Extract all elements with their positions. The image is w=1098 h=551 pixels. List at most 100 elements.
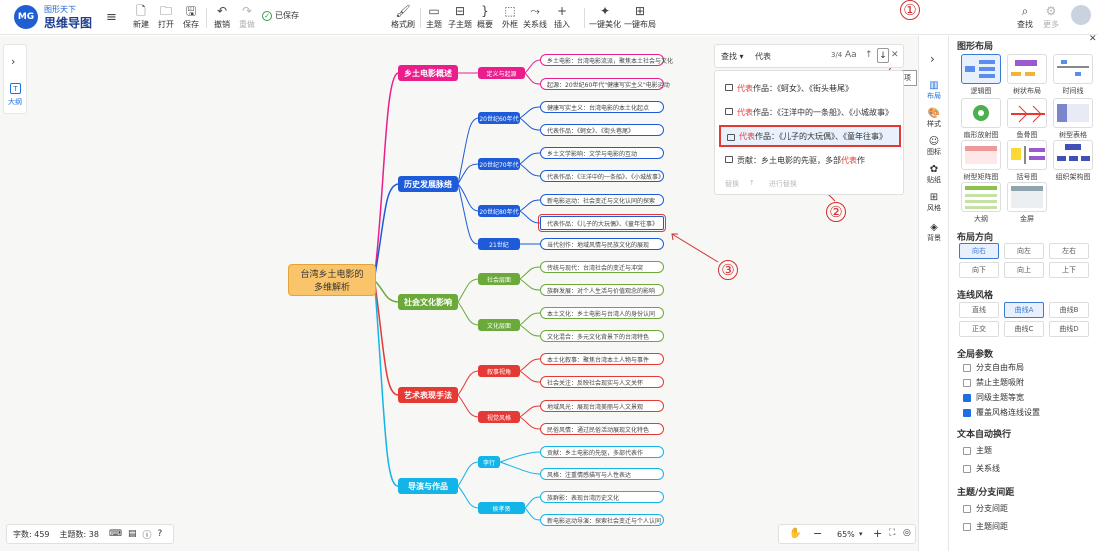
layout-outline[interactable] [961,182,1001,212]
leaf-topic[interactable]: 代表作品：《蚵女》、《街头巷尾》 [540,124,664,136]
checkbox-topic-spacing[interactable]: 主题间距 [963,521,1008,532]
checkbox-no-snap[interactable]: 禁止主题吸附 [963,377,1024,388]
leaf-topic[interactable]: 贡献：乡土电影的先驱，多部代表作 [540,446,664,458]
subtopic[interactable]: 文化层面 [478,319,520,331]
outline-label[interactable]: 大纲 [8,98,22,106]
line-orthogonal[interactable]: 正交 [959,321,999,337]
subtopic[interactable]: 李行 [478,456,500,468]
replace-hint[interactable]: 进行替换 [768,180,797,188]
result-item[interactable]: 贡献：乡土电影的先驱，多部代表作 [719,149,901,171]
tab-theme[interactable]: ⊞风格 [919,192,949,213]
avatar[interactable] [1071,5,1091,25]
layout-bracket[interactable] [1007,140,1047,170]
save-button[interactable]: 🖫保存 [183,4,199,29]
subtopic[interactable]: 侯孝贤 [478,502,525,514]
leaf-topic[interactable]: 乡土文学影响：文学与电影的互动 [540,147,664,159]
subtopic[interactable]: 视觉风格 [478,411,520,423]
leaf-topic[interactable]: 起源：20世纪60年代"健康写实主义"电影运动 [540,78,670,90]
direction-up[interactable]: 向上 [1004,262,1044,278]
info-icon[interactable]: ⓘ [142,530,152,541]
subtopic-button[interactable]: ⊟子主题 [448,4,472,29]
center-icon[interactable]: ◎ [903,528,911,538]
leaf-topic[interactable]: 当代创作：地域风情与民族文化的展现 [540,238,664,250]
relationship-button[interactable]: ⤳关系线 [523,4,547,29]
direction-left[interactable]: 向左 [1004,243,1044,259]
tab-background[interactable]: ◈背景 [919,222,949,243]
insert-button[interactable]: +插入 [554,4,570,29]
close-icon[interactable]: ✕ [1089,34,1097,44]
subtopic[interactable]: 社会层面 [478,273,520,285]
zoom-in-button[interactable]: + [873,527,883,540]
help-icon[interactable]: ? [157,529,163,539]
chevron-right-icon[interactable]: › [930,52,935,66]
layout-tree-matrix[interactable] [961,140,1001,170]
tab-style[interactable]: 🎨样式 [919,108,949,129]
new-button[interactable]: 🗋新建 [133,4,149,29]
match-case-toggle[interactable]: Aa [845,50,857,60]
leaf-topic-highlighted[interactable]: 代表作品：《儿子的大玩偶》、《童年往事》 [538,214,666,232]
hand-icon[interactable]: ✋ [789,528,802,539]
tab-icons[interactable]: ☺图标 [919,136,949,157]
topic-button[interactable]: ▭主题 [426,4,442,29]
leaf-topic[interactable]: 本土化叙事：聚焦台湾本土人物与事件 [540,353,664,365]
root-topic[interactable]: 台湾乡土电影的多维解析 [288,264,376,296]
find-mode-select[interactable]: 查找 ▾ [721,52,744,61]
main-topic-overview[interactable]: 乡土电影概述 [398,65,458,81]
subtopic[interactable]: 21世纪 [478,238,520,250]
leaf-topic[interactable]: 风格：注重情感描写与人性表达 [540,468,664,480]
leaf-topic[interactable]: 健康写实主义：台湾电影的本土化起点 [540,101,664,113]
close-icon[interactable]: ✕ [891,50,899,60]
auto-layout-button[interactable]: ⊞一键布局 [624,4,656,29]
share-button[interactable]: ⚙更多 [1043,4,1059,29]
layout-timeline[interactable] [1053,54,1093,84]
subtopic[interactable]: 20世纪60年代 [478,112,520,124]
layout-logic[interactable] [961,54,1001,84]
chevron-right-icon[interactable]: › [11,55,16,68]
open-button[interactable]: 🗀打开 [158,4,174,29]
layout-tree-table[interactable] [1053,98,1093,128]
summary-button[interactable]: }概要 [477,4,493,29]
leaf-topic[interactable]: 新电影运动导演：探索社会变迁与个人认同 [540,514,664,526]
leaf-topic[interactable]: 新电影运动：社会变迁与文化认同的探索 [540,194,664,206]
direction-down[interactable]: 向下 [959,262,999,278]
checkbox-override-lines[interactable]: 覆盖风格连线设置 [963,407,1040,418]
format-painter-button[interactable]: 🖌格式刷 [391,4,415,29]
find-input[interactable]: 代表 [755,52,771,61]
main-topic-art[interactable]: 艺术表现手法 [398,387,458,403]
beautify-button[interactable]: ✦一键美化 [589,4,621,29]
line-straight[interactable]: 直线 [959,302,999,318]
boundary-button[interactable]: ⬚外框 [502,4,518,29]
checkbox-equal-width[interactable]: 同级主题等宽 [963,392,1024,403]
leaf-topic[interactable]: 地域风光：展现台湾美丽与人文景观 [540,400,664,412]
menu-icon[interactable]: ≡ [106,10,117,25]
line-curve-b[interactable]: 曲线B [1049,302,1089,318]
keyboard-icon[interactable]: ⌨ [108,529,122,539]
chevron-down-icon[interactable]: ▾ [859,530,863,538]
subtopic[interactable]: 定义与起源 [478,67,525,79]
main-topic-history[interactable]: 历史发展脉络 [398,176,458,192]
redo-button[interactable]: ↷重做 [239,4,255,29]
line-curve-c[interactable]: 曲线C [1004,321,1044,337]
fit-screen-icon[interactable]: ⛶ [889,528,896,538]
leaf-topic[interactable]: 乡土电影：台湾电影流派，聚焦本土社会与文化 [540,54,673,66]
document-icon[interactable]: ▤ [127,529,137,539]
zoom-level[interactable]: 65% [837,530,855,539]
leaf-topic[interactable]: 文化混合：多元文化背景下的台湾特色 [540,330,664,342]
mindmap-canvas[interactable]: 台湾乡土电影的多维解析 乡土电影概述 历史发展脉络 社会文化影响 艺术表现手法 … [0,36,918,551]
leaf-topic[interactable]: 社会关注：反映社会现实与人文关怀 [540,376,664,388]
layout-org-chart[interactable] [1053,140,1093,170]
result-item[interactable]: 代表作品：《蚵女》、《街头巷尾》 [719,77,901,99]
direction-up-down[interactable]: 上下 [1049,262,1089,278]
subtopic[interactable]: 20世纪80年代 [478,205,520,217]
checkbox-free-layout[interactable]: 分支自由布局 [963,362,1024,373]
subtopic[interactable]: 20世纪70年代 [478,158,520,170]
leaf-topic[interactable]: 族群影：表现台湾历史文化 [540,491,664,503]
tab-layout[interactable]: ▥布局 [919,80,949,101]
layout-tree[interactable] [1007,54,1047,84]
leaf-topic[interactable]: 代表作品：《汪洋中的一条船》、《小城故事》 [540,170,664,182]
line-curve-d[interactable]: 曲线D [1049,321,1089,337]
layout-golden[interactable] [1007,182,1047,212]
zoom-out-button[interactable]: − [813,527,823,540]
direction-right[interactable]: 向右 [959,243,999,259]
layout-radial[interactable] [961,98,1001,128]
